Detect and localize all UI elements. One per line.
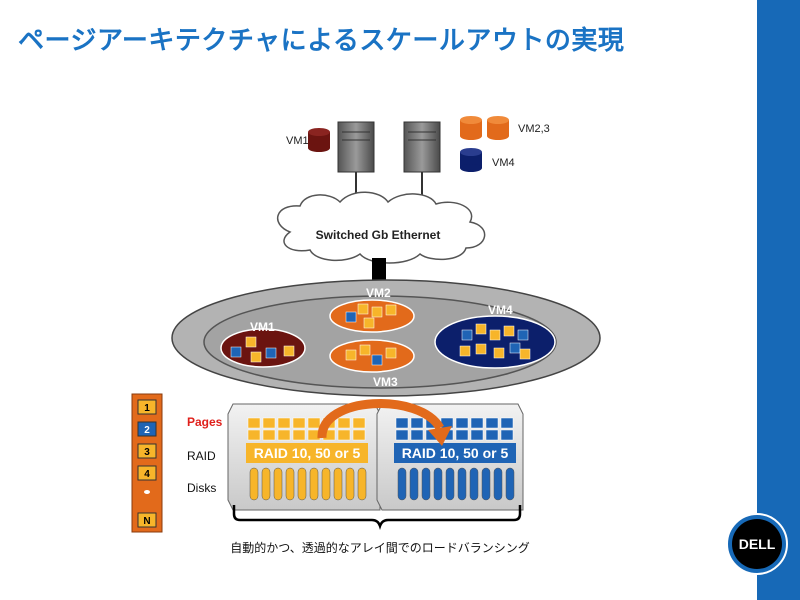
page-tile	[292, 429, 306, 441]
left-raid-label: RAID 10, 50 or 5	[254, 445, 361, 461]
vm3-cylinder-icon	[487, 116, 509, 140]
page-tile	[470, 417, 484, 429]
disk-icon	[309, 467, 319, 501]
storage-array-left	[227, 403, 381, 511]
svg-text:DELL: DELL	[739, 536, 776, 552]
vm4-cylinder-icon	[460, 148, 482, 172]
raid-label: RAID	[187, 449, 216, 463]
page-tile	[337, 417, 351, 429]
legend-item-2: 2	[144, 425, 150, 436]
disk-icon	[297, 467, 307, 501]
server-vm23-label: VM2,3	[518, 123, 550, 135]
page-tile	[337, 429, 351, 441]
pool-vm2-label: VM2	[366, 286, 391, 300]
side-accent-bar	[757, 0, 800, 600]
pool-vm1-label: VM1	[250, 320, 275, 334]
legend-item-4: 4	[144, 469, 150, 480]
pool-vm1-group	[220, 328, 306, 368]
disk-icon	[249, 467, 259, 501]
page-tile	[277, 417, 291, 429]
page-stack-legend: 1 2 3 4 N	[131, 393, 163, 533]
migration-arrow	[317, 399, 444, 439]
disks-label: Disks	[187, 481, 216, 495]
ellipsis-dot-icon	[144, 490, 150, 494]
pool-vm2-group	[329, 299, 415, 333]
disk-icon	[469, 467, 479, 501]
page-tile	[262, 429, 276, 441]
page-tile	[485, 429, 499, 441]
server-right	[403, 121, 441, 208]
vm1-cylinder-icon	[308, 128, 330, 152]
page-tile	[352, 429, 366, 441]
page-tile	[485, 417, 499, 429]
vm2-cylinder-icon	[460, 116, 482, 140]
disk-icon	[397, 467, 407, 501]
disk-icon	[409, 467, 419, 501]
disk-icon	[333, 467, 343, 501]
page-tile	[292, 417, 306, 429]
page-tile	[352, 417, 366, 429]
disk-icon	[457, 467, 467, 501]
storage-array-right	[376, 403, 524, 511]
page-tile	[247, 417, 261, 429]
disk-icon	[445, 467, 455, 501]
page-tile	[247, 429, 261, 441]
server-vm4-label: VM4	[492, 157, 515, 169]
page-tile	[455, 429, 469, 441]
page-tile	[470, 429, 484, 441]
pool-vm3-group	[329, 339, 415, 373]
disk-icon	[273, 467, 283, 501]
pool-vm3-label: VM3	[373, 375, 398, 389]
disk-icon	[261, 467, 271, 501]
migration-arrow-head-icon	[428, 426, 452, 446]
page-tile	[500, 417, 514, 429]
page-tile	[395, 429, 409, 441]
legend-item-n: N	[143, 516, 150, 527]
bracket-brace	[232, 505, 522, 530]
dell-logo: DELL	[726, 513, 788, 575]
disk-icon	[285, 467, 295, 501]
page-title: ページアーキテクチャによるスケールアウトの実現	[18, 26, 625, 56]
legend-item-3: 3	[144, 447, 150, 458]
disk-icon	[493, 467, 503, 501]
disk-icon	[433, 467, 443, 501]
network-label: Switched Gb Ethernet	[316, 228, 441, 242]
disk-icon	[421, 467, 431, 501]
page-tile	[410, 429, 424, 441]
page-tile	[455, 417, 469, 429]
page-tile	[395, 417, 409, 429]
disk-icon	[505, 467, 515, 501]
server-vm1-label: VM1	[286, 135, 309, 147]
server-left	[337, 121, 375, 208]
page-tile	[500, 429, 514, 441]
disk-icon	[321, 467, 331, 501]
disk-icon	[481, 467, 491, 501]
right-raid-label: RAID 10, 50 or 5	[402, 445, 509, 461]
pool-vm4-label: VM4	[488, 303, 513, 317]
pages-label: Pages	[187, 415, 223, 429]
page-tile	[410, 417, 424, 429]
legend-item-1: 1	[144, 403, 150, 414]
page-tile	[277, 429, 291, 441]
page-tile	[307, 417, 321, 429]
disk-icon	[357, 467, 367, 501]
pool-vm4-group	[434, 315, 556, 369]
disk-icon	[345, 467, 355, 501]
load-balancing-caption: 自動的かつ、透過的なアレイ間でのロードバランシング	[230, 540, 530, 555]
network-cloud	[276, 191, 486, 264]
page-tile	[262, 417, 276, 429]
